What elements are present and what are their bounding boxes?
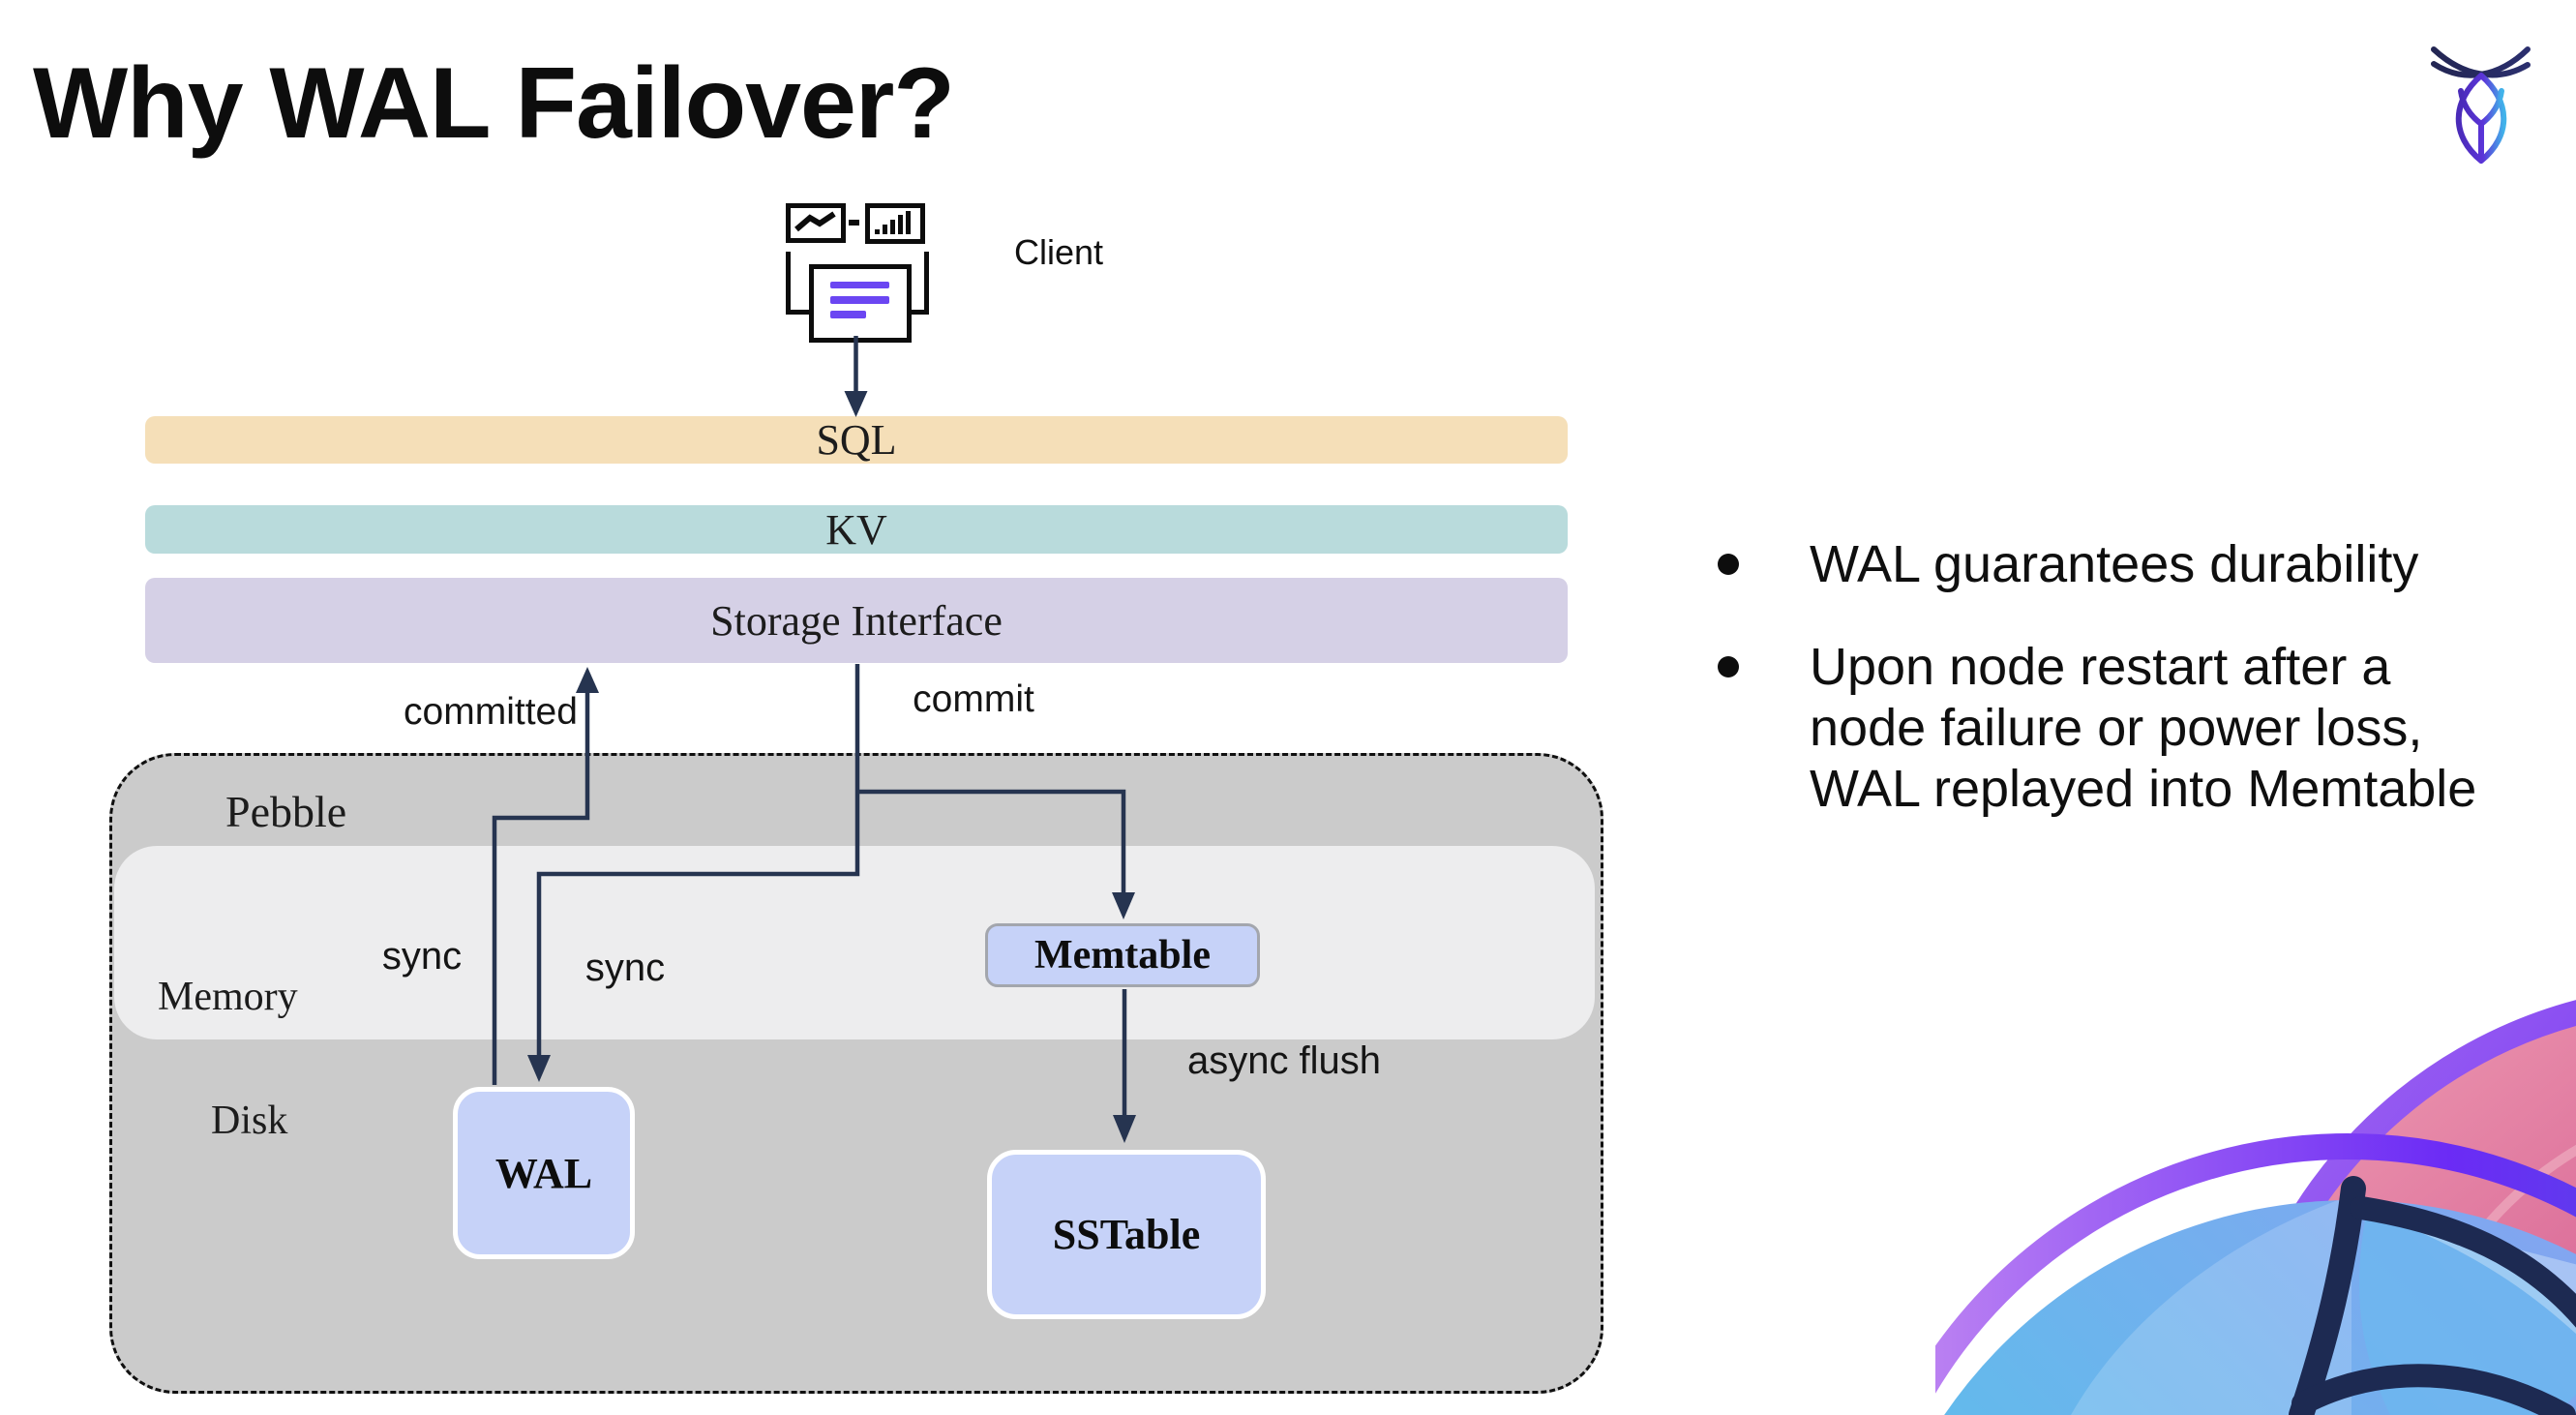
bracket-right [905,252,929,315]
bullet-item: WAL guarantees durability [1718,534,2521,595]
bullet-text: WAL guarantees durability [1810,535,2419,593]
page-title: Why WAL Failover? [33,47,955,160]
art-navy-veins [2289,1176,2576,1415]
bullet-text: Upon node restart after a node failure o… [1810,638,2477,818]
pebble-label: Pebble [225,787,347,836]
cockroachdb-logo-icon [2431,46,2531,164]
layer-kv: KV [145,505,1568,554]
edge-label-commit: commit [913,678,1034,720]
edge-committed-arrow [492,690,590,1085]
bracket-left [786,252,810,315]
bullet-dot [1718,656,1739,677]
client-icon [784,198,929,343]
dash-connector [849,220,859,226]
edge-label-sync-left: sync [381,935,463,978]
document-icon [809,264,912,343]
bullet-item: Upon node restart after a node failure o… [1718,637,2521,820]
memory-region [114,846,1595,1039]
edge-label-committed: committed [404,691,578,733]
node-wal: WAL [453,1087,635,1259]
arrowhead-committed [576,667,599,693]
arrowhead-async-flush [1113,1115,1136,1143]
layer-sql: SQL [145,416,1568,464]
layer-storage-label: Storage Interface [710,596,1003,645]
arrowhead-client [844,391,868,417]
edge-label-async-flush: async flush [1186,1039,1382,1082]
bullet-dot [1718,554,1739,575]
node-memtable-label: Memtable [1034,933,1211,978]
arrowhead-commit [1112,892,1135,919]
memory-label: Memory [158,975,298,1019]
brand-art [1935,1000,2576,1415]
art-purple-arc-pink [2222,1000,2576,1415]
node-memtable: Memtable [985,923,1260,987]
disk-label: Disk [211,1099,288,1143]
edge-label-sync-right: sync [584,947,666,989]
diagram-edges [492,336,1136,1143]
node-sstable-label: SSTable [1052,1211,1201,1258]
edge-sync-arrow [536,664,860,1057]
node-wal-label: WAL [494,1149,593,1197]
art-purple-arc-blue [1935,1133,2576,1394]
arrowhead-sync [527,1055,551,1082]
bar-chart-icon [865,203,925,244]
layer-storage-interface: Storage Interface [145,578,1568,663]
client-label: Client [1014,232,1104,272]
node-sstable: SSTable [987,1150,1266,1319]
layer-sql-label: SQL [816,416,897,464]
bullet-list: WAL guarantees durability Upon node rest… [1718,534,2521,820]
edge-commit-arrow [857,789,1126,894]
layer-kv-label: KV [825,505,887,554]
line-chart-icon [786,203,846,243]
